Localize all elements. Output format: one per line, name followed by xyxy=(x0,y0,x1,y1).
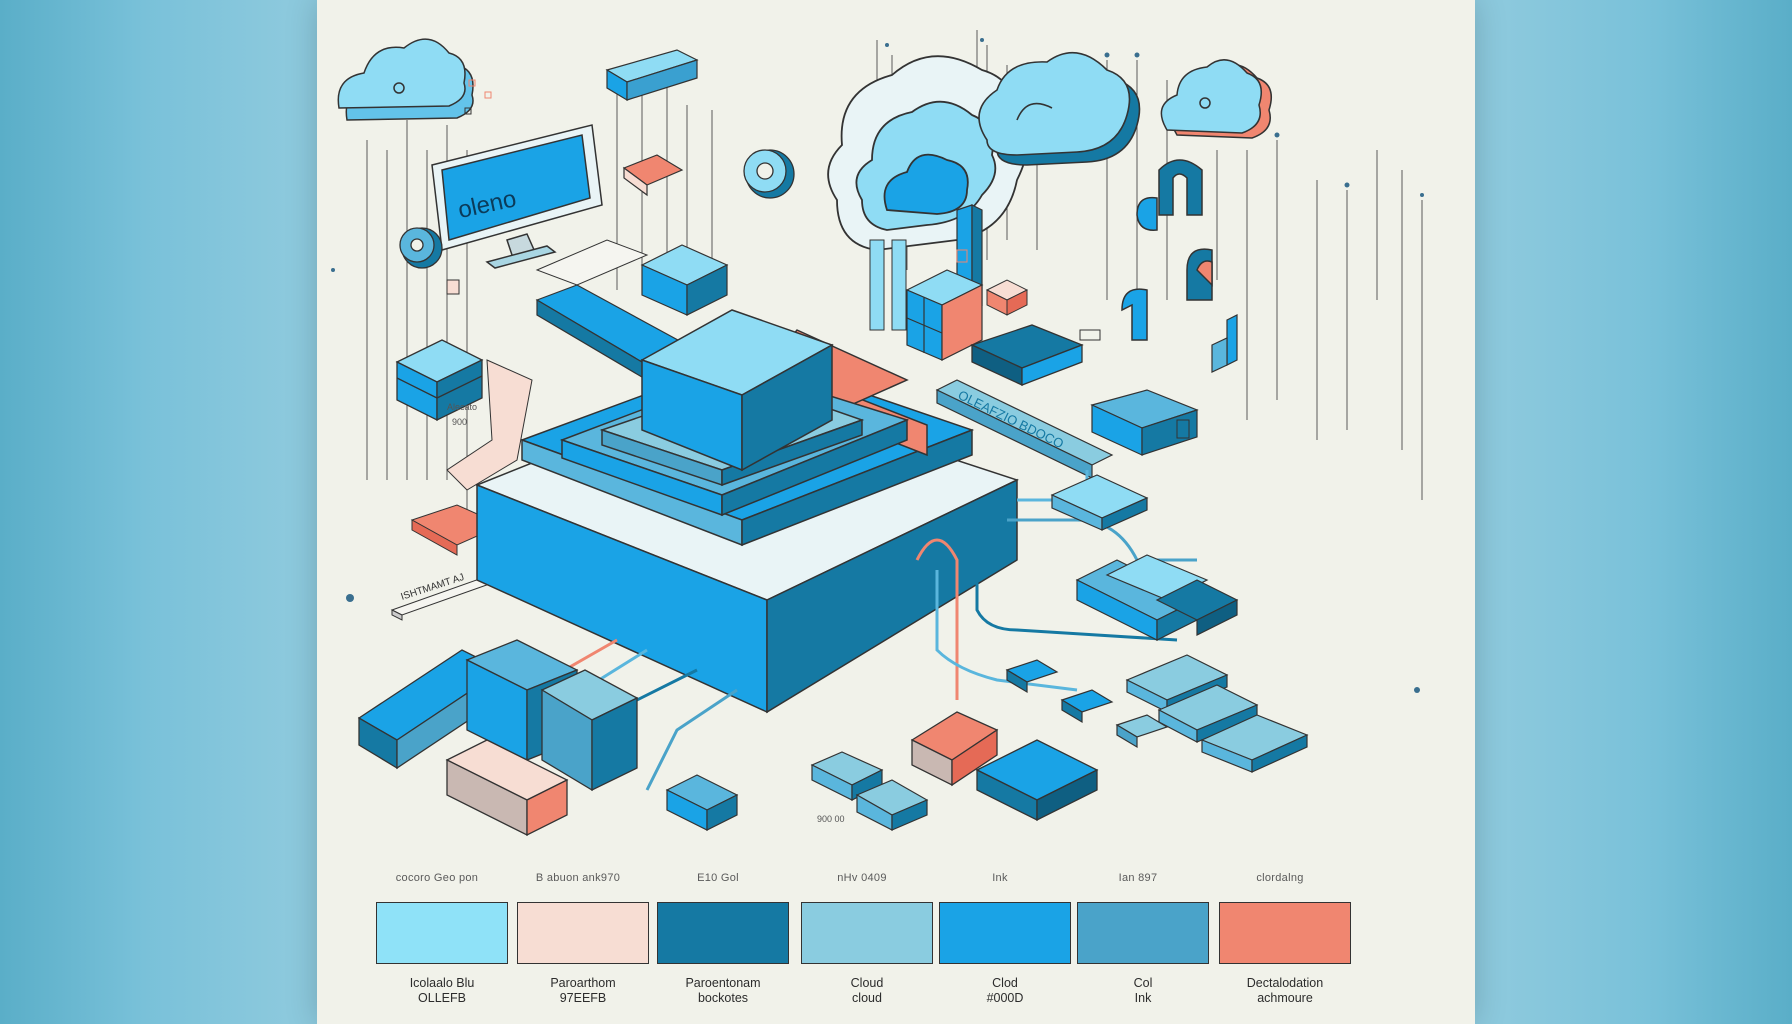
coral-block xyxy=(622,154,684,197)
annotation-text: 900 00 xyxy=(817,814,845,824)
blue-block xyxy=(1005,659,1169,749)
blue-block xyxy=(640,244,729,316)
swatch-caption: Dectalodation achmoure xyxy=(1210,976,1360,1006)
server-block xyxy=(975,739,1099,822)
color-swatch xyxy=(1219,902,1351,964)
gear-icon xyxy=(743,149,795,199)
swatch-caption: Paroentonam bockotes xyxy=(648,976,798,1006)
color-swatch xyxy=(1077,902,1209,964)
coral-block xyxy=(985,279,1029,316)
blue-block xyxy=(869,239,907,331)
swatch-code: cloud xyxy=(852,991,882,1005)
annotation-text: 900 xyxy=(452,417,467,427)
color-swatch xyxy=(517,902,649,964)
swatch-caption: Clod #000D xyxy=(930,976,1080,1006)
palette-top-label: B abuon ank970 xyxy=(535,872,621,884)
blue-block xyxy=(605,49,699,102)
swatch-caption: Cloud cloud xyxy=(792,976,942,1006)
cloud-icon xyxy=(1160,59,1272,139)
swatch-name: Paroarthom xyxy=(550,976,616,990)
color-swatch xyxy=(657,902,789,964)
swatch-code: #000D xyxy=(986,991,1024,1005)
color-swatch xyxy=(801,902,933,964)
palette-top-label: clordalng xyxy=(1256,872,1304,884)
blue-block xyxy=(1050,474,1149,531)
swatch-name: Icolaalo Blu xyxy=(409,976,475,990)
blue-block xyxy=(665,751,929,831)
cloud-icon xyxy=(827,55,1028,251)
coral-block xyxy=(445,739,569,837)
palette-top-label: Ian 897 xyxy=(1118,872,1158,884)
server-block xyxy=(970,324,1084,387)
keyboard-icon xyxy=(535,239,649,286)
swatch-name: Paroentonam xyxy=(685,976,761,990)
poster: oleno xyxy=(317,0,1475,1024)
decorative-marks xyxy=(446,79,1190,439)
cloud-icon xyxy=(978,51,1141,166)
color-swatch xyxy=(376,902,508,964)
blue-block xyxy=(905,204,984,361)
swatch-code: OLLEFB xyxy=(418,991,466,1005)
swatch-code: bockotes xyxy=(697,991,749,1005)
blue-block xyxy=(357,639,639,792)
blue-block xyxy=(1211,314,1238,373)
blue-block xyxy=(1075,554,1239,641)
palette-top-label: Ink xyxy=(992,872,1008,884)
isometric-illustration: oleno xyxy=(331,30,1424,837)
arrow-icon xyxy=(446,359,533,491)
arch-icon xyxy=(1121,159,1213,341)
palette-top-label: nHv 0409 xyxy=(837,872,887,884)
palette-top-label: E10 Gol xyxy=(697,872,739,884)
line-dots xyxy=(331,38,1424,693)
cloud-icon xyxy=(337,38,474,121)
swatch-name: Clod xyxy=(992,976,1018,990)
swatch-name: Cloud xyxy=(850,976,884,990)
coral-block xyxy=(910,711,999,787)
color-swatch xyxy=(939,902,1071,964)
swatch-code: achmoure xyxy=(1257,991,1313,1005)
swatch-caption: Paroarthom 97EEFB xyxy=(508,976,658,1006)
annotation-text: Alecato xyxy=(447,402,477,412)
swatch-name: Dectalodation xyxy=(1246,976,1324,990)
gear-icon xyxy=(399,227,443,269)
swatch-caption: Icolaalo Blu OLLEFB xyxy=(367,976,517,1006)
monitor-icon: oleno xyxy=(431,124,603,269)
swatch-caption: Col Ink xyxy=(1068,976,1218,1006)
palette-top-label: cocoro Geo pon xyxy=(395,872,479,884)
swatch-code: Ink xyxy=(1134,991,1152,1005)
swatch-code: 97EEFB xyxy=(559,991,607,1005)
layer-stack xyxy=(395,339,484,422)
central-platform xyxy=(474,309,1020,714)
server-block xyxy=(1090,389,1199,456)
blue-block xyxy=(1125,654,1309,773)
swatch-name: Col xyxy=(1133,976,1153,990)
